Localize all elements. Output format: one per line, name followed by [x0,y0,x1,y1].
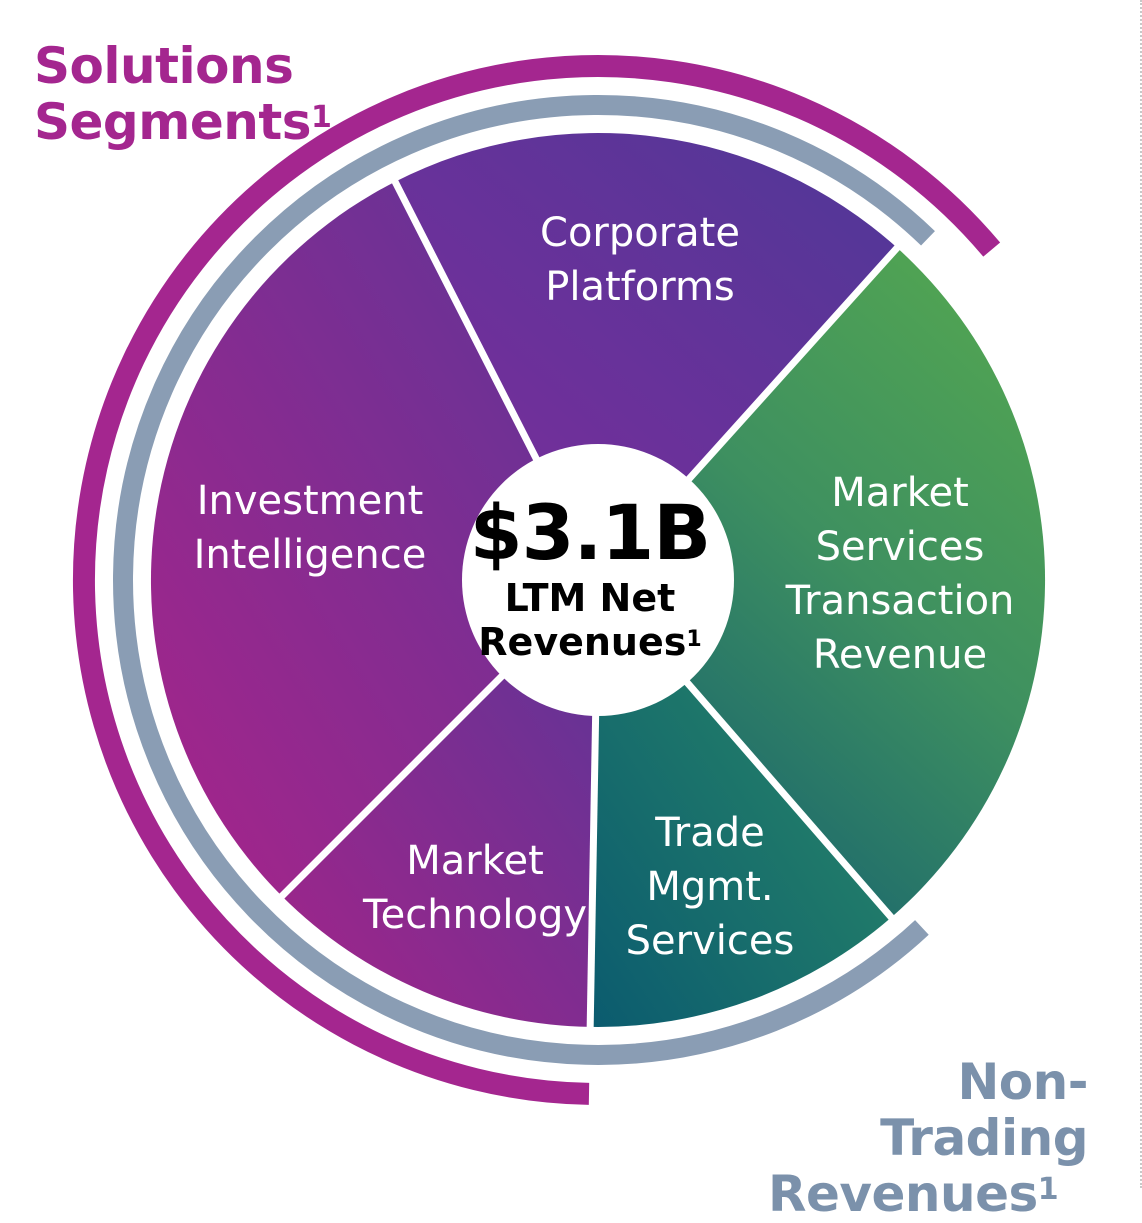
solutions-footnote: 1 [310,100,332,135]
ms-line3: Transaction [785,578,1015,624]
solutions-arc [72,54,1001,1105]
slice-corporate-platforms [395,132,898,580]
label-trade-mgmt-services: Trade Mgmt. Services [610,806,810,968]
nontrading-arc [113,94,935,1065]
page-edge-divider [1140,0,1142,1188]
label-market-services: Market Services Transaction Revenue [770,466,1030,682]
non-trading-revenues-label: Non-Trading Revenues1 [768,1053,1089,1223]
revenue-diagram [72,54,1046,1105]
label-investment-intelligence: Investment Intelligence [180,474,440,582]
solutions-segments-label: Solutions Segments1 [34,37,332,151]
center-value: $3.1B [469,488,711,577]
solutions-line1: Solutions [34,37,294,95]
slice-market-services [598,247,1046,918]
tech-line2: Technology [362,892,588,938]
inv-line1: Investment [196,478,424,524]
center-line1: LTM Net [504,576,676,620]
ms-line4: Revenue [812,632,988,678]
slice-market-technology [281,580,598,1027]
center-subtitle: LTM Net Revenues1 [460,576,720,664]
center-line2: Revenues [478,620,687,664]
trade-line3: Services [625,918,795,964]
trade-line1: Trade [655,810,765,856]
center-footnote: 1 [686,627,702,652]
label-market-technology: Market Technology [345,834,605,942]
ms-line2: Services [815,524,985,570]
ms-line1: Market [831,470,969,516]
label-corporate-platforms: Corporate Platforms [520,206,760,314]
trade-line2: Mgmt. [646,864,774,910]
center-circle [462,444,734,716]
corporate-line1: Corporate [540,210,740,256]
tech-line1: Market [406,838,544,884]
nontrading-line1: Non-Trading [880,1053,1088,1167]
inv-line2: Intelligence [193,532,427,578]
nontrading-footnote: 1 [1037,1172,1059,1207]
nontrading-line2: Revenues [768,1165,1038,1223]
slice-investment-intelligence [150,181,598,897]
corporate-line2: Platforms [545,264,735,310]
solutions-line2: Segments [34,93,311,151]
